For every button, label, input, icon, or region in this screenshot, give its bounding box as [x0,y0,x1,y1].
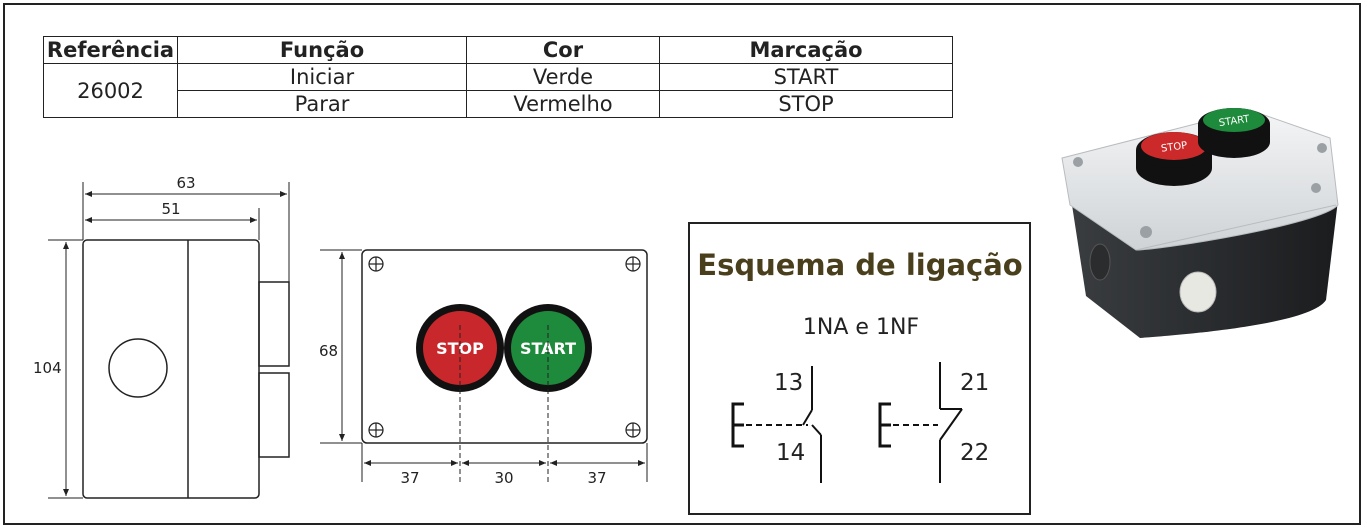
nc-contact-symbol [878,362,963,483]
spec-table: Referência Função Cor Marcação 26002 Ini… [43,36,953,118]
side-button-lower [258,372,290,458]
front-view [320,249,648,444]
table-header-row: Referência Função Cor Marcação [43,36,953,64]
side-button-upper [258,281,290,367]
dim-51-label: 51 [161,200,180,218]
front-body [361,249,648,444]
terminal-13: 13 [774,370,803,396]
center-lines [361,325,648,482]
dim-30-label: 30 [494,469,513,487]
side-body [82,239,260,499]
side-hole [108,338,168,398]
no-contact-symbol [731,366,822,483]
product-photo: STOP START [1061,108,1339,338]
photo-stop-label: STOP [1160,140,1188,155]
header-marking: Marcação [659,36,953,64]
scheme-title: Esquema de ligação [697,248,1022,282]
outer-frame [3,3,1361,525]
color-cell: Verde [466,63,660,91]
table-row: Parar Vermelho STOP [44,90,953,118]
dim-104-label: 104 [33,359,62,377]
terminal-22: 22 [960,440,989,466]
dim-37-right-label: 37 [587,469,606,487]
dim-68-label: 68 [319,342,338,360]
stop-button-label: STOP [436,339,484,358]
function-cell: Parar [177,90,467,118]
side-view [48,182,290,499]
color-cell: Vermelho [466,90,660,118]
dim-63-label: 63 [176,174,195,192]
start-button-label: START [520,339,576,358]
terminal-14: 14 [776,440,805,466]
header-color: Cor [466,36,660,64]
reference-cell: 26002 [43,63,178,118]
header-function: Função [177,36,467,64]
marking-cell: STOP [659,90,953,118]
stop-button [423,311,497,385]
scheme-box [688,222,1031,515]
terminal-21: 21 [960,370,989,396]
scheme-subtitle: 1NA e 1NF [803,315,919,340]
dim-37-left-label: 37 [400,469,419,487]
start-button [511,311,585,385]
photo-start-label: START [1218,114,1251,129]
